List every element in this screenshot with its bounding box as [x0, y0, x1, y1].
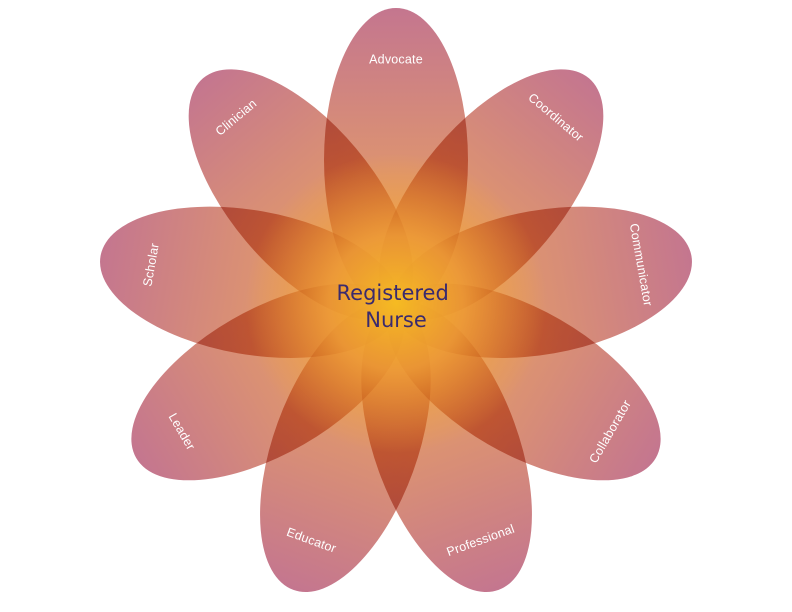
center-title-line-1: Registered	[337, 281, 449, 305]
role-label-advocate: Advocate	[369, 52, 423, 66]
center-title: Registered Nurse	[337, 281, 456, 332]
center-glow	[246, 153, 546, 453]
center-title-line-2: Nurse	[365, 308, 427, 332]
